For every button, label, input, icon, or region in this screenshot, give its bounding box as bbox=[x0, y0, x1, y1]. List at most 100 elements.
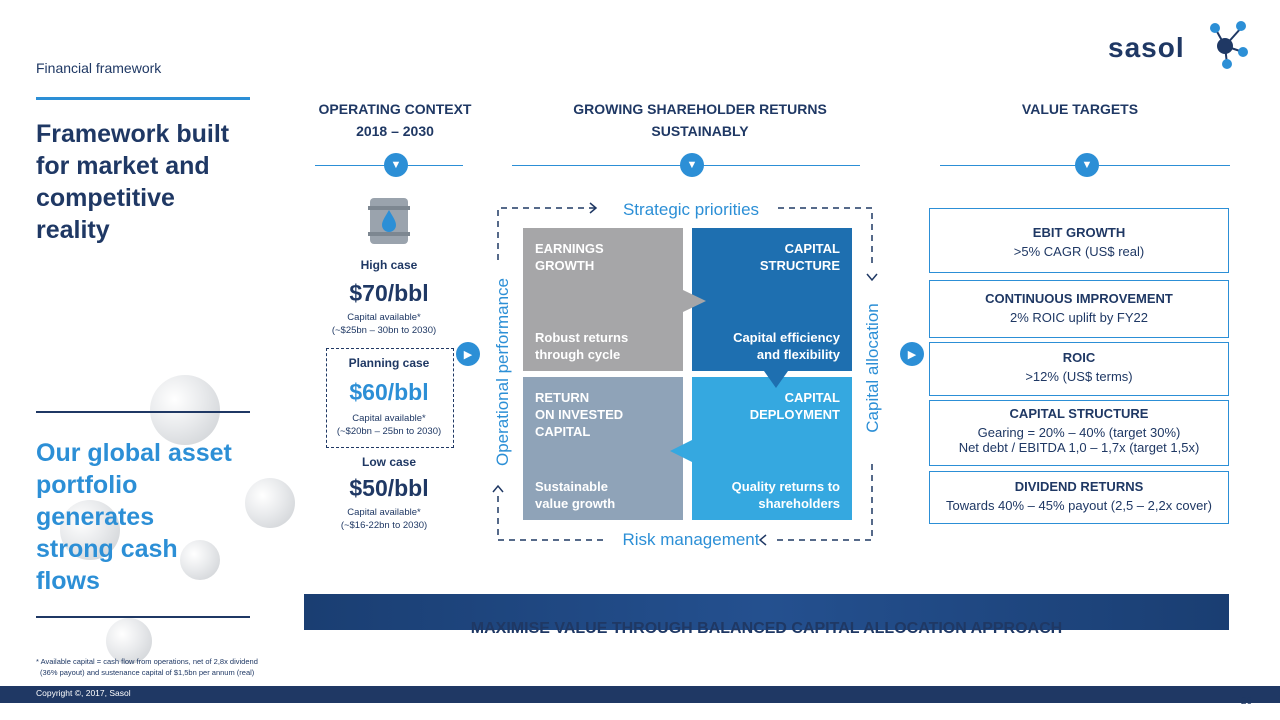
page-number: 26 bbox=[1240, 696, 1252, 707]
target-dividend-returns: DIVIDEND RETURNS Towards 40% – 45% payou… bbox=[929, 471, 1229, 524]
target-line: Towards 40% – 45% payout (2,5 – 2,2x cov… bbox=[946, 498, 1212, 513]
capital-range: (~$25bn – 30bn to 2030) bbox=[331, 325, 437, 336]
quadrant-body: Sustainable value growth bbox=[535, 478, 615, 512]
target-title: EBIT GROWTH bbox=[1032, 225, 1126, 240]
middle-rule bbox=[36, 411, 250, 413]
target-title: CAPITAL STRUCTURE bbox=[1009, 406, 1149, 421]
footnote-line: * Available capital = cash flow from ope… bbox=[36, 657, 258, 666]
strategic-priorities-label: Strategic priorities bbox=[622, 200, 760, 219]
quadrant-body: Robust returns through cycle bbox=[535, 329, 628, 363]
quadrant-head-line: STRUCTURE bbox=[759, 258, 840, 273]
target-ebit-growth: EBIT GROWTH >5% CAGR (US$ real) bbox=[929, 208, 1229, 273]
headline-line: reality bbox=[36, 216, 110, 244]
high-case-capital: Capital available* (~$25bn – 30bn to 203… bbox=[314, 311, 454, 337]
quadrant-head: RETURN ON INVESTED CAPITAL bbox=[535, 389, 623, 440]
capital-available-label: Capital available* bbox=[352, 413, 426, 424]
footer-strip bbox=[0, 686, 1280, 703]
decorative-bubble bbox=[60, 500, 120, 560]
quadrant-body-line: Robust returns bbox=[535, 330, 629, 345]
decorative-bubble bbox=[106, 618, 152, 664]
growing-returns-header: GROWING SHAREHOLDER RETURNS SUSTAINABLY bbox=[530, 101, 870, 139]
capital-range: (~$16-22bn to 2030) bbox=[340, 520, 428, 531]
arrow-right-icon: ▶ bbox=[900, 342, 924, 366]
high-case-price: $70/bbl bbox=[349, 280, 429, 306]
value-targets-header: VALUE TARGETS bbox=[960, 101, 1200, 117]
quadrant-body-line: shareholders bbox=[758, 496, 840, 511]
cycle-frame bbox=[492, 202, 878, 546]
subheadline-line: portfolio bbox=[36, 471, 138, 499]
target-capital-structure: CAPITAL STRUCTURE Gearing = 20% – 40% (t… bbox=[929, 400, 1229, 466]
quadrant-head: EARNINGS GROWTH bbox=[535, 240, 604, 274]
low-case-label: Low case bbox=[361, 455, 417, 469]
capital-available-label: Capital available* bbox=[347, 312, 421, 323]
quadrant-body-line: Quality returns to bbox=[731, 479, 840, 494]
section-label: Financial framework bbox=[36, 60, 162, 76]
logo-text: sasol bbox=[1108, 32, 1185, 63]
footnote-line: (36% payout) and sustenance capital of $… bbox=[40, 668, 255, 677]
banner bbox=[304, 594, 1229, 630]
chevron-down-icon: ▼ bbox=[384, 153, 408, 177]
quadrant-body-line: through cycle bbox=[535, 347, 621, 362]
target-line: >12% (US$ terms) bbox=[1025, 369, 1133, 384]
decorative-bubble bbox=[150, 375, 220, 445]
capital-range: (~$20bn – 25bn to 2030) bbox=[336, 426, 442, 437]
quadrant-head-line: CAPITAL bbox=[784, 241, 840, 256]
quadrant-head-line: CAPITAL bbox=[784, 390, 840, 405]
low-case-price: $50/bbl bbox=[349, 475, 429, 501]
target-title: ROIC bbox=[1062, 350, 1096, 365]
quadrant-head-line: GROWTH bbox=[535, 258, 595, 273]
headline-line: competitive bbox=[36, 184, 175, 212]
planning-case-price: $60/bbl bbox=[349, 379, 429, 405]
quadrant-capital-deployment: CAPITAL DEPLOYMENT Quality returns to sh… bbox=[692, 377, 852, 520]
sasol-logo: sasol bbox=[1108, 21, 1248, 72]
subheadline-line: Our global asset bbox=[36, 439, 232, 467]
quadrant-body-line: value growth bbox=[535, 496, 616, 511]
subheadline-line: flows bbox=[36, 567, 100, 595]
column-title: OPERATING CONTEXT bbox=[318, 101, 472, 117]
operational-performance-label: Operational performance bbox=[493, 277, 512, 467]
planning-case-box bbox=[326, 348, 454, 448]
copyright: Copyright ©, 2017, Sasol bbox=[36, 688, 131, 698]
chevron-down-icon: ▼ bbox=[1075, 153, 1099, 177]
arrow-right-icon: ▶ bbox=[456, 342, 480, 366]
high-case-label: High case bbox=[360, 258, 418, 272]
quadrant-head-line: RETURN bbox=[535, 390, 590, 405]
quadrant-body-line: and flexibility bbox=[756, 347, 840, 362]
subheadline-line: strong cash bbox=[36, 535, 178, 563]
subheadline-line: generates bbox=[36, 503, 155, 531]
headline: Framework built for market and competiti… bbox=[36, 118, 229, 246]
cycle-arrows bbox=[670, 290, 788, 462]
target-roic: ROIC >12% (US$ terms) bbox=[929, 342, 1229, 396]
quadrant-capital-structure: CAPITAL STRUCTURE Capital efficiency and… bbox=[692, 228, 852, 371]
quadrant-head-line: EARNINGS bbox=[535, 241, 604, 256]
headline-line: for market and bbox=[36, 152, 210, 180]
quadrant-earnings-growth: EARNINGS GROWTH Robust returns through c… bbox=[523, 228, 683, 371]
planning-case-label: Planning case bbox=[348, 356, 430, 370]
column-title: VALUE TARGETS bbox=[1021, 101, 1139, 117]
quadrant-body-line: Capital efficiency bbox=[733, 330, 840, 345]
quadrant-roic: RETURN ON INVESTED CAPITAL Sustainable v… bbox=[523, 377, 683, 520]
column-subtitle: SUSTAINABLY bbox=[651, 123, 749, 139]
operating-context-header: OPERATING CONTEXT 2018 – 2030 bbox=[300, 101, 490, 139]
capital-available-label: Capital available* bbox=[347, 507, 421, 518]
quadrant-body-line: Sustainable bbox=[535, 479, 608, 494]
quadrant-body: Capital efficiency and flexibility bbox=[733, 329, 840, 363]
decorative-bubble bbox=[245, 478, 295, 528]
decorative-bubble bbox=[180, 540, 220, 580]
chevron-down-icon: ▼ bbox=[680, 153, 704, 177]
column-title: GROWING SHAREHOLDER RETURNS bbox=[573, 101, 827, 117]
risk-management-label: Risk management bbox=[622, 530, 760, 549]
molecule-logo-icon bbox=[1210, 21, 1248, 69]
column-subtitle: 2018 – 2030 bbox=[356, 123, 434, 139]
headline-line: Framework built bbox=[36, 120, 230, 148]
planning-case-capital: Capital available* (~$20bn – 25bn to 203… bbox=[319, 412, 459, 438]
quadrant-head-line: CAPITAL bbox=[535, 424, 591, 439]
top-rule bbox=[36, 97, 250, 100]
target-line: Net debt / EBITDA 1,0 – 1,7x (target 1,5… bbox=[958, 440, 1200, 455]
quadrant-body: Quality returns to shareholders bbox=[732, 478, 840, 512]
target-title: DIVIDEND RETURNS bbox=[1014, 479, 1144, 494]
target-line: >5% CAGR (US$ real) bbox=[1013, 244, 1145, 259]
capital-allocation-label: Capital allocation bbox=[863, 303, 882, 433]
quadrant-head: CAPITAL STRUCTURE bbox=[760, 240, 840, 274]
oil-barrel-icon bbox=[368, 198, 410, 244]
